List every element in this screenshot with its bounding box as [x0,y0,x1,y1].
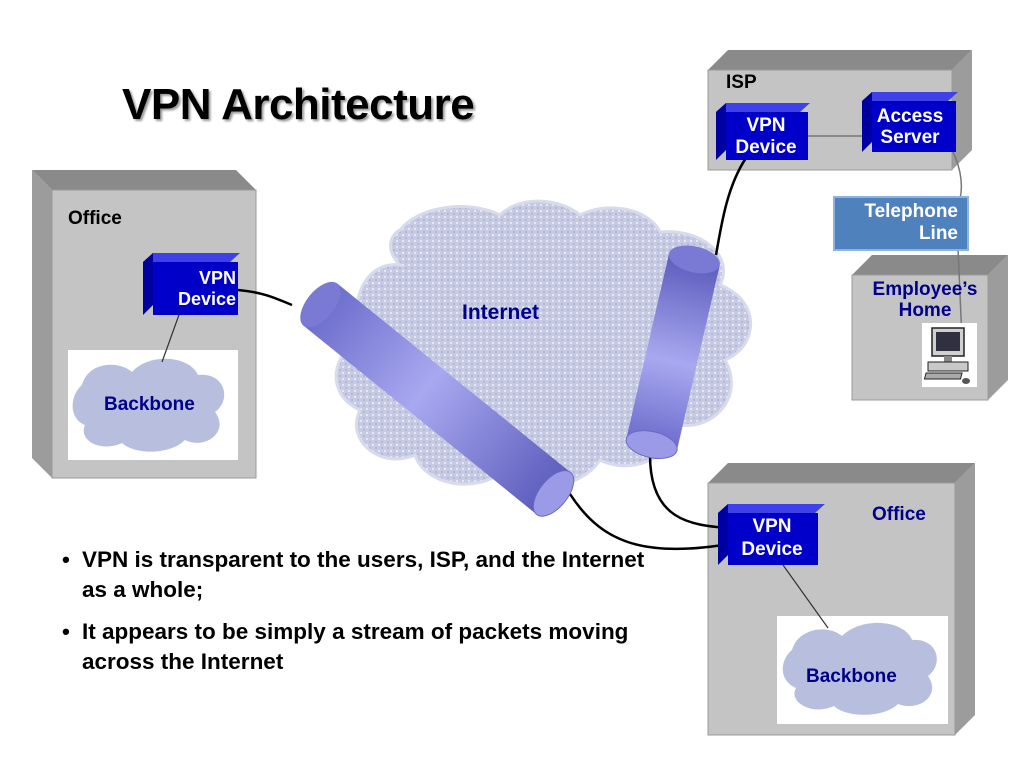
telephone-line-box [833,196,969,251]
bullet-text: It appears to be simply a stream of pack… [82,619,629,674]
link-device-to-backbone-left [161,311,181,363]
office-right-label: Office [872,504,926,525]
telephone-line-label: Telephone Line [864,201,958,244]
bullet-text: VPN is transparent to the users, ISP, an… [82,547,645,602]
bullet-glyph: • [62,547,70,572]
vpn-tunnel-tube-1 [300,281,575,517]
link-left-device-to-tube [237,288,293,307]
link-tube2-to-right-device [648,454,729,530]
bullet-list: • VPN is transparent to the users, ISP, … [62,545,652,689]
vpn-device-right-label: VPN Device [741,516,803,560]
internet-label: Internet [462,301,540,324]
link-tube-to-right-device [568,493,736,551]
vpn-tunnel-tube-2 [625,245,720,460]
backbone-cloud-left [72,358,225,452]
office-left-label: Office [68,208,122,229]
access-server-label: Access Server [876,106,944,148]
slide-title: VPN Architecture [122,80,475,129]
vpn-device-isp-shape [716,103,810,160]
backbone-right-label: Backbone [806,666,897,687]
vpn-device-right-shape [718,504,825,565]
access-server-shape [862,92,958,152]
bullet-glyph: • [62,619,70,644]
isp-label: ISP [726,72,757,93]
bullet-item: • VPN is transparent to the users, ISP, … [62,545,652,605]
desktop-computer-icon [923,327,970,384]
employee-home-label: Employee’s Home [872,279,978,321]
vpn-device-left-shape [143,253,240,315]
bullet-item: • It appears to be simply a stream of pa… [62,617,652,677]
vpn-device-left-label: VPN Device [177,268,236,309]
vpn-device-isp-label: VPN Device [735,115,797,158]
link-isp-device-to-tube2 [714,157,748,256]
backbone-cloud-right [782,622,937,715]
link-device-to-backbone-right [782,564,829,629]
backbone-left-label: Backbone [104,394,195,415]
